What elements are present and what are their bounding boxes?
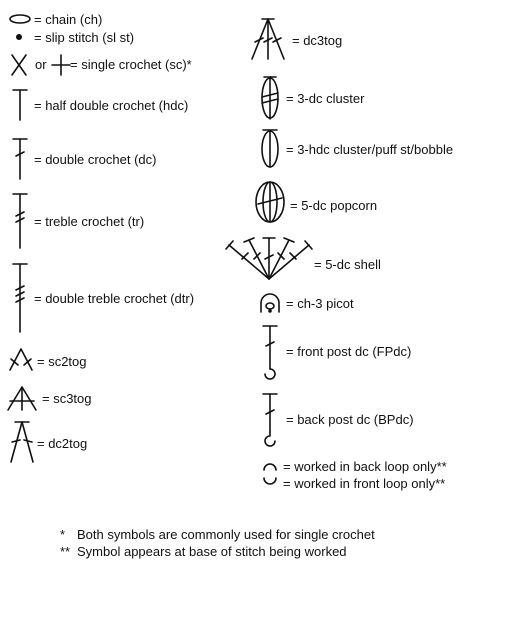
dc3tog-icon — [251, 18, 285, 60]
legend-label-dc3tog: = dc3tog — [292, 33, 343, 48]
legend-label-front-loop: = worked in front loop only** — [283, 476, 446, 491]
legend-or-text: or — [35, 57, 47, 72]
legend-label-popcorn: = 5-dc popcorn — [290, 198, 378, 213]
double-treble-crochet-icon — [12, 263, 28, 333]
picot-icon — [260, 293, 280, 313]
legend-label-dtr: = double treble crochet (dtr) — [34, 291, 195, 306]
double-crochet-icon — [12, 138, 28, 180]
footnote-text-1: Both symbols are commonly used for singl… — [77, 527, 375, 542]
legend-label-sc3tog: = sc3tog — [42, 391, 92, 406]
legend-label-back-loop: = worked in back loop only** — [283, 459, 447, 474]
legend-label-chain: = chain (ch) — [34, 12, 103, 27]
sc2tog-icon — [9, 348, 33, 371]
front-loop-only-icon — [263, 477, 277, 485]
dc2tog-icon — [10, 421, 34, 463]
legend-label-picot: = ch-3 picot — [286, 296, 354, 311]
single-crochet-x-icon — [11, 54, 27, 76]
slip-stitch-icon — [16, 34, 22, 40]
back-loop-only-icon — [263, 463, 277, 471]
chain-icon — [9, 14, 31, 24]
legend-label-hdc: = half double crochet (hdc) — [34, 98, 189, 113]
legend-label-3dc-cluster: = 3-dc cluster — [286, 91, 365, 106]
legend-label-fpdc: = front post dc (FPdc) — [286, 344, 412, 359]
back-post-dc-icon — [262, 393, 278, 447]
sc3tog-icon — [7, 386, 37, 411]
half-double-crochet-icon — [12, 89, 28, 121]
five-dc-popcorn-icon — [255, 181, 285, 223]
front-post-dc-icon — [262, 325, 278, 380]
legend-label-slip-stitch: = slip stitch (sl st) — [34, 30, 135, 45]
legend-label-sc2tog: = sc2tog — [37, 354, 87, 369]
treble-crochet-icon — [12, 193, 28, 249]
legend-label-dc: = double crochet (dc) — [34, 152, 157, 167]
legend-label-shell: = 5-dc shell — [314, 257, 381, 272]
legend-label-3hdc-cluster: = 3-hdc cluster/puff st/bobble — [286, 142, 454, 157]
footnote-mark-2: ** — [60, 544, 71, 559]
legend-label-dc2tog: = dc2tog — [37, 436, 88, 451]
footnote-mark-1: * — [60, 527, 66, 542]
single-crochet-plus-icon — [51, 54, 71, 76]
legend-label-bpdc: = back post dc (BPdc) — [286, 412, 414, 427]
three-dc-cluster-icon — [261, 76, 279, 120]
legend-label-single-crochet: = single crochet (sc)* — [70, 57, 192, 72]
legend-label-tr: = treble crochet (tr) — [34, 214, 145, 229]
five-dc-shell-icon — [225, 237, 313, 280]
three-hdc-cluster-icon — [261, 129, 279, 168]
footnote-text-2: Symbol appears at base of stitch being w… — [77, 544, 347, 559]
